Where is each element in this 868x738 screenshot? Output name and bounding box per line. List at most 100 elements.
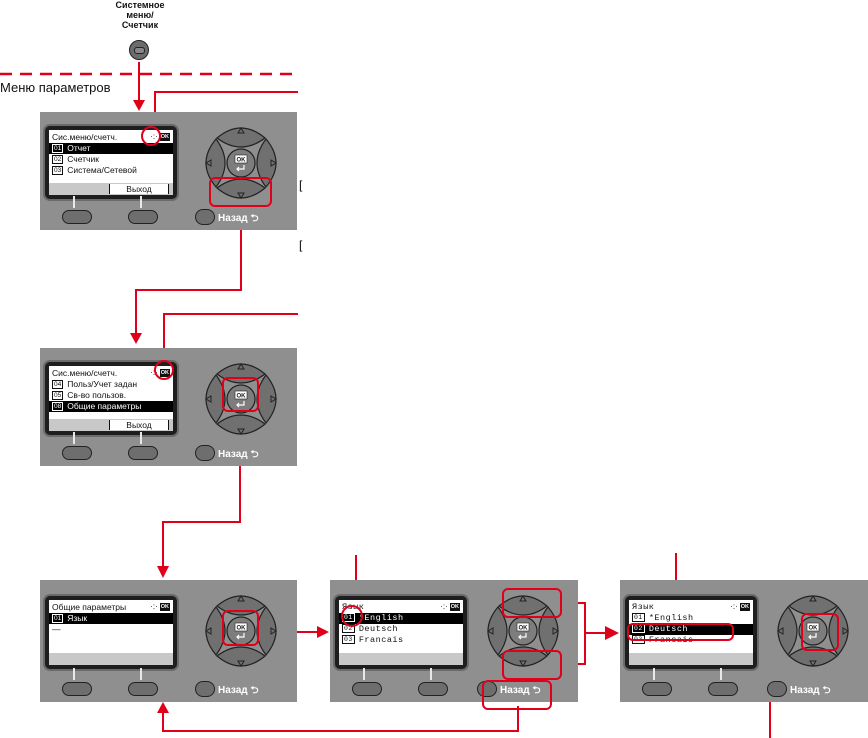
back-arrow-icon: ⮌ xyxy=(250,213,259,224)
right-soft-key[interactable] xyxy=(128,682,158,696)
highlight-ok-indicator-2 xyxy=(154,360,174,380)
row-label: — xyxy=(52,624,61,634)
svg-text:OK: OK xyxy=(809,626,819,632)
ok-icon: OK xyxy=(159,132,170,141)
highlight-ok-key-5 xyxy=(801,613,839,651)
right-soft-key[interactable] xyxy=(708,682,738,696)
down-arrow-icon xyxy=(519,660,527,667)
back-button[interactable] xyxy=(195,681,215,697)
back-button[interactable] xyxy=(195,209,215,225)
four-way-arrows-icon: ·:· xyxy=(150,602,158,611)
ok-icon: OK xyxy=(449,602,460,611)
row-label: Francais xyxy=(358,635,404,645)
row-label: Deutsch xyxy=(648,624,689,634)
four-way-arrows-icon: ·:· xyxy=(440,602,448,611)
down-key xyxy=(216,646,266,667)
button-inner-icon xyxy=(134,47,145,54)
left-arrow-icon xyxy=(205,159,212,167)
svg-text:OK: OK xyxy=(237,158,247,164)
caption-line-2: меню/ xyxy=(126,10,154,20)
up-arrow-icon xyxy=(237,363,245,370)
softkey-divider xyxy=(720,668,722,680)
arrowhead-panel3 xyxy=(157,566,169,578)
row-number: 01 xyxy=(52,614,64,623)
exit-softkey-label: Выход xyxy=(109,184,169,194)
row-label: Deutsch xyxy=(358,624,399,634)
four-way-arrows-icon: ·:· xyxy=(730,602,738,611)
menu-row[interactable]: — xyxy=(49,624,173,635)
highlight-english-row xyxy=(341,605,363,627)
row-number: 04 xyxy=(52,380,64,389)
left-soft-key[interactable] xyxy=(352,682,382,696)
row-label: *English xyxy=(648,613,694,623)
enter-icon xyxy=(518,633,527,640)
down-arrow-icon xyxy=(237,192,245,199)
softkey-divider xyxy=(73,668,75,680)
menu-row[interactable]: 01*English xyxy=(629,613,753,624)
screen-title: Сис.меню/счетч. xyxy=(52,368,118,378)
back-label: Назад ⮌ xyxy=(218,211,258,228)
right-arrow-icon xyxy=(842,627,849,635)
highlight-deutsch-row xyxy=(627,623,734,641)
row-label: Язык xyxy=(67,613,88,623)
d-pad: OK xyxy=(205,595,277,667)
d-pad: OK xyxy=(487,595,559,667)
row-number: 05 xyxy=(52,391,64,400)
left-arrow-icon xyxy=(487,627,494,635)
navigation-indicator: ·:· OK xyxy=(440,602,460,611)
ok-icon: OK xyxy=(739,602,750,611)
screen-title: Общие параметры xyxy=(52,602,127,612)
back-label: Назад ⮌ xyxy=(218,447,258,464)
ok-key-icon xyxy=(516,622,530,632)
down-arrow-icon xyxy=(809,660,817,667)
left-soft-key[interactable] xyxy=(62,682,92,696)
softkey-divider xyxy=(140,196,142,208)
back-button[interactable] xyxy=(195,445,215,461)
row-number: 03 xyxy=(342,635,355,644)
left-key xyxy=(777,606,798,656)
left-soft-key[interactable] xyxy=(642,682,672,696)
navigation-indicator: ·:· OK xyxy=(730,602,750,611)
back-text: Назад xyxy=(218,213,248,224)
row-label: *English xyxy=(358,613,404,623)
left-soft-key[interactable] xyxy=(62,446,92,460)
ok-key-icon xyxy=(806,622,820,632)
row-label: Система/Сетевой xyxy=(67,165,137,175)
d-pad: OK xyxy=(205,127,277,199)
d-pad: OK xyxy=(777,595,849,667)
back-button[interactable] xyxy=(767,681,787,697)
up-arrow-icon xyxy=(519,595,527,602)
four-way-arrows-icon: ·:· xyxy=(150,368,158,377)
arrow-down-key-to-panel2 xyxy=(135,205,242,333)
ok-icon: OK xyxy=(159,602,170,611)
right-arrow-icon xyxy=(270,395,277,403)
screen-title: Сис.меню/счетч. xyxy=(52,132,118,142)
right-soft-key[interactable] xyxy=(128,446,158,460)
back-arrow-icon: ⮌ xyxy=(822,685,831,696)
arrowhead-panel5 xyxy=(605,626,619,640)
system-menu-counter-button[interactable] xyxy=(129,40,149,60)
softkey-divider xyxy=(140,668,142,680)
highlight-nav-indicator-1 xyxy=(141,126,161,146)
right-soft-key[interactable] xyxy=(128,210,158,224)
left-arrow-icon xyxy=(205,395,212,403)
left-soft-key[interactable] xyxy=(62,210,92,224)
enter-icon xyxy=(808,633,817,640)
up-key xyxy=(216,127,266,148)
right-soft-key[interactable] xyxy=(418,682,448,696)
